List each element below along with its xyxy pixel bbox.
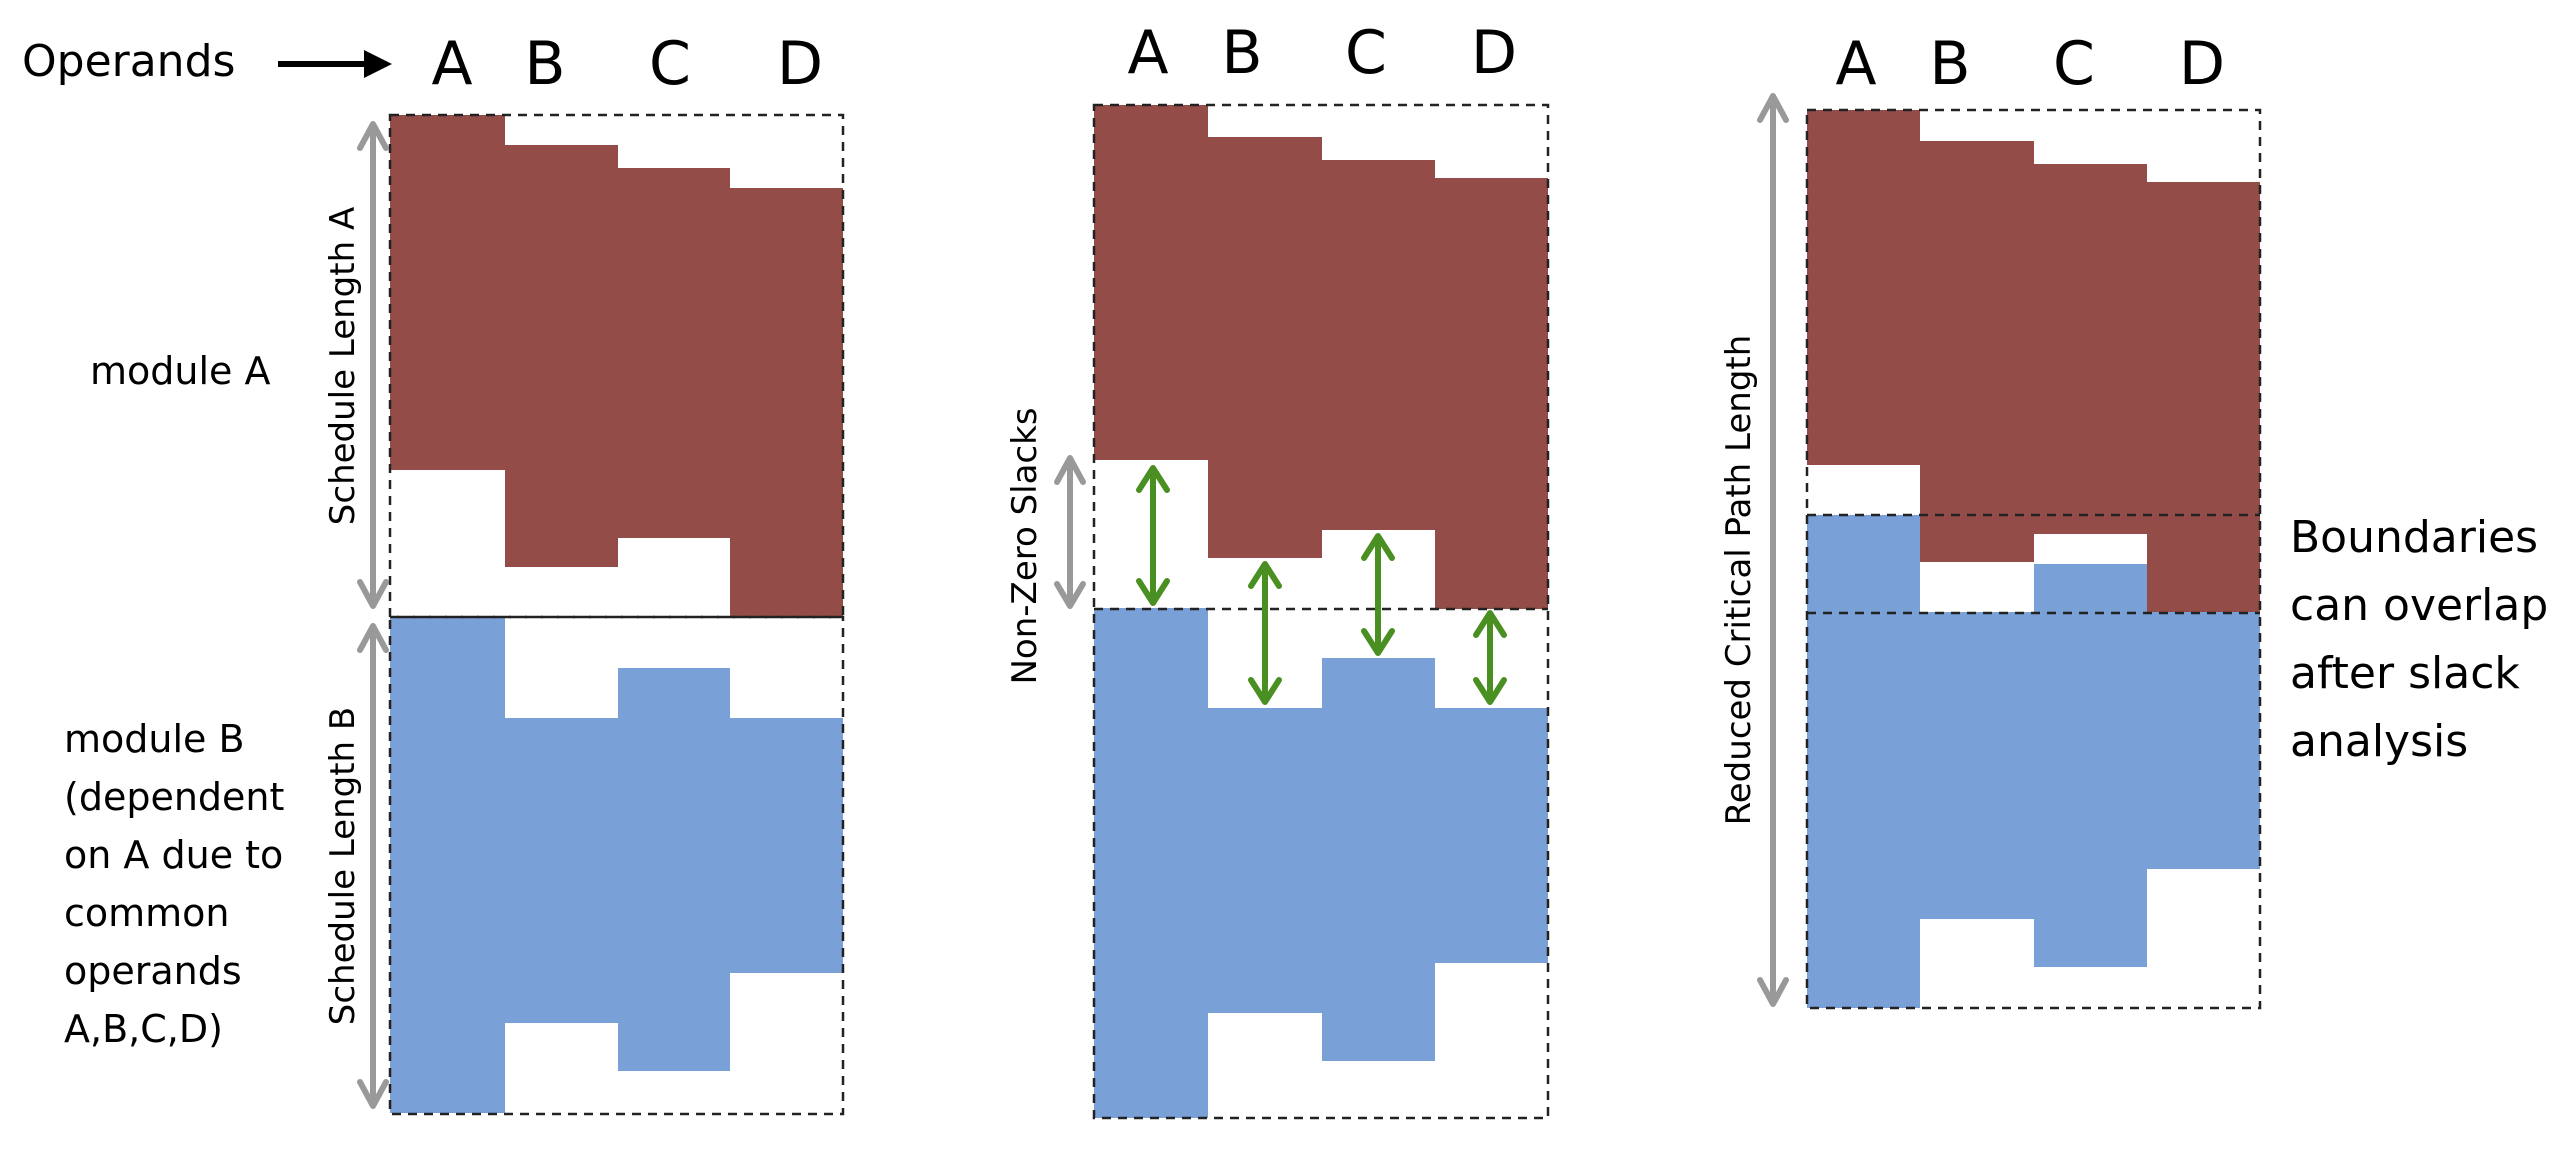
reduced-critical-path-label: Reduced Critical Path Length xyxy=(1719,335,1759,826)
module-b-block xyxy=(390,618,843,1113)
slack-arrow-b xyxy=(1248,561,1282,705)
column-label-d: D xyxy=(777,29,823,99)
module-b-label-line-2: (dependent xyxy=(64,775,284,819)
module-a-frame xyxy=(388,113,845,619)
slack-arrow-a xyxy=(1136,465,1170,606)
column-label-b: B xyxy=(1221,18,1262,88)
panel-slack-analysis: A B C D xyxy=(1005,18,1550,1120)
panel-original-schedule: Operands A B C D module A module B (depe… xyxy=(22,29,845,1116)
module-b-label-line-5: operands xyxy=(64,949,242,993)
non-zero-slacks-arrow xyxy=(1054,455,1086,609)
non-zero-slacks-label: Non-Zero Slacks xyxy=(1005,407,1045,684)
panel-overlapped-schedule: A B C D Reduced Critical Path Length Bou… xyxy=(1719,29,2548,1010)
module-a-block xyxy=(1094,105,1548,609)
boundaries-note-line-2: can overlap xyxy=(2290,580,2548,631)
column-label-d: D xyxy=(1471,18,1517,88)
slack-arrow-c xyxy=(1361,533,1395,656)
column-label-c: C xyxy=(2053,29,2095,99)
column-label-d: D xyxy=(2179,29,2225,99)
boundaries-note-line-4: analysis xyxy=(2290,716,2468,767)
schedule-frame xyxy=(1805,108,2262,1010)
reduced-critical-path-arrow xyxy=(1757,93,1789,1007)
slack-arrow-d xyxy=(1473,610,1507,705)
boundaries-note-line-3: after slack xyxy=(2290,648,2520,699)
module-a-block xyxy=(1807,110,2260,612)
operands-arrow xyxy=(278,50,392,78)
module-b-label-line-3: on A due to xyxy=(64,833,283,877)
module-b-label-line-6: A,B,C,D) xyxy=(64,1007,223,1051)
operands-label: Operands xyxy=(22,36,235,87)
module-b-label-line-1: module B xyxy=(64,717,245,761)
schedule-length-b-arrow xyxy=(357,623,389,1109)
column-label-a: A xyxy=(1835,29,1876,99)
module-b-block xyxy=(1094,608,1548,1118)
column-label-b: B xyxy=(524,29,565,99)
module-b-block xyxy=(1807,515,2260,1008)
column-label-c: C xyxy=(1345,18,1387,88)
schedule-length-a-arrow xyxy=(357,121,389,609)
module-b-label-line-4: common xyxy=(64,891,230,935)
column-label-c: C xyxy=(649,29,691,99)
boundaries-note-line-1: Boundaries xyxy=(2290,512,2538,563)
column-label-a: A xyxy=(431,29,472,99)
schedule-frame xyxy=(1092,103,1550,1120)
module-b-frame xyxy=(388,615,845,1116)
module-a-label: module A xyxy=(90,349,270,393)
module-a-block xyxy=(390,115,843,616)
schedule-length-b-label: Schedule Length B xyxy=(323,707,363,1025)
column-label-b: B xyxy=(1929,29,1970,99)
column-label-a: A xyxy=(1127,18,1168,88)
schedule-length-a-label: Schedule Length A xyxy=(323,207,363,525)
